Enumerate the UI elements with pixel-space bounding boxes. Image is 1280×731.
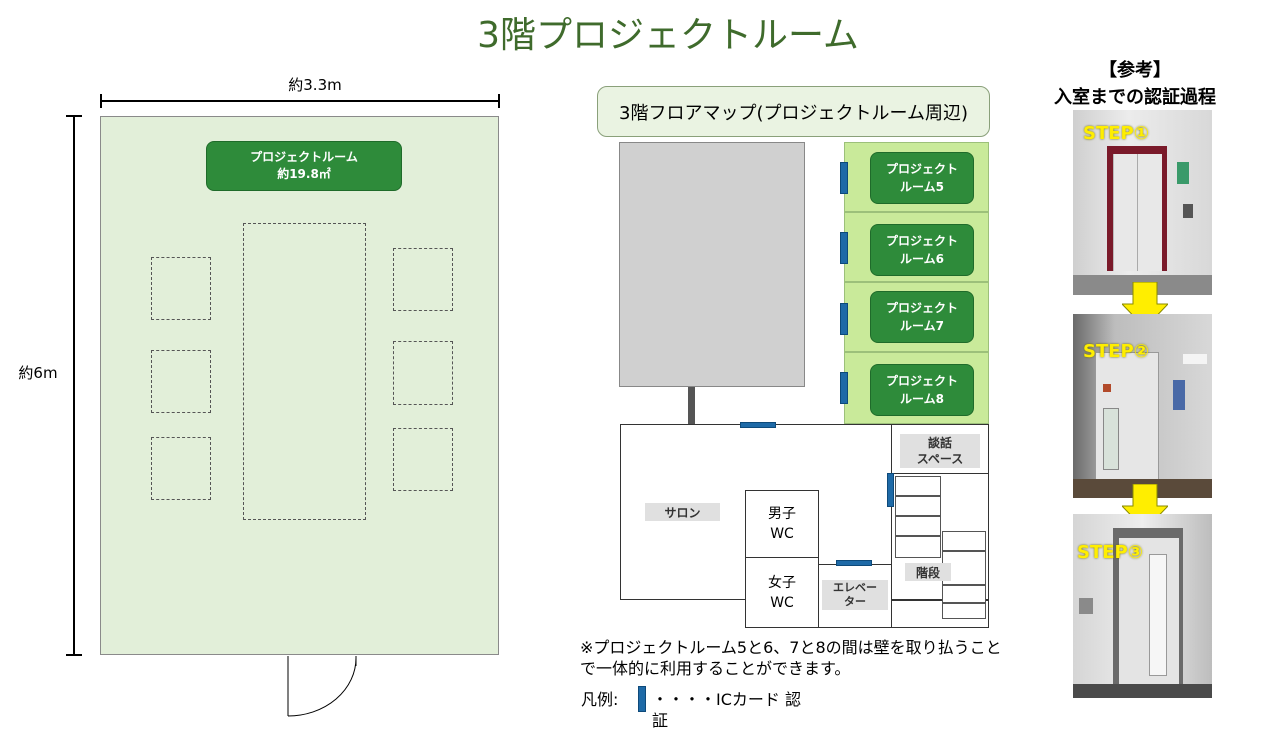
width-dimension-tick-left [100,94,102,108]
talk-space-line1: 談話 [927,436,952,450]
project-room-8-line1: プロジェクト [885,374,958,388]
project-room-8-line2: ルーム8 [900,392,944,406]
room-area: 約19.8㎡ [277,167,331,181]
height-dimension-tick-bottom [66,654,82,656]
connector-wall [688,387,695,425]
floor [1073,684,1212,698]
ic-card-reader [840,303,848,335]
elevator-label: エレベー ター [822,580,888,610]
call-button-panel [1183,204,1193,218]
width-dimension-tick-right [498,94,500,108]
project-room-6-line2: ルーム6 [900,252,944,266]
ic-card-reader [887,473,894,507]
female-wc: 女子 WC [745,557,819,628]
elevator-line2: ター [844,595,866,608]
legend-text: ・・・・ICカード 認証 [652,690,801,730]
step2-photo [1073,314,1212,498]
chair [151,350,211,413]
width-label: 約3.3m [288,75,342,94]
chair [151,257,211,320]
salon-label: サロン [645,503,720,521]
step3-label: STEP③ [1077,542,1143,563]
project-room-8-label: プロジェクト ルーム8 [870,364,974,416]
wall-light [1183,354,1207,364]
stair-step [943,550,985,552]
elevator-line1: エレベー [833,581,877,594]
poster [1173,380,1185,410]
step3-photo [1073,514,1212,698]
legend-ic-icon [638,686,646,712]
reference-title: 【参考】 [1099,60,1171,81]
room-name: プロジェクトルーム [250,150,358,164]
room-outline [100,116,499,655]
note-line1: ※プロジェクトルーム5と6、7と8の間は壁を取り払うこと [580,638,1002,657]
female-wc-line2: WC [770,594,794,611]
project-room-6-label: プロジェクト ルーム6 [870,224,974,276]
project-room-5-line2: ルーム5 [900,180,944,194]
ic-card-reader [840,232,848,264]
height-label: 約6m [8,362,68,382]
project-room-7-line1: プロジェクト [885,301,958,315]
step1-label: STEP① [1083,123,1149,144]
ic-card-reader [740,422,776,428]
grey-area [619,142,805,387]
door-swing [287,656,357,717]
chair [393,248,453,311]
stairs-left-flight [895,476,941,558]
sign-plate [1177,162,1189,184]
table [243,223,366,520]
ic-card-reader [840,162,848,194]
female-wc-line1: 女子 [768,574,796,591]
step2-label: STEP② [1083,341,1149,362]
talk-space-label: 談話 スペース [900,434,980,468]
chair [151,437,211,500]
stair-step [896,535,940,537]
male-wc-line2: WC [770,526,794,542]
room-name-badge: プロジェクトルーム 約19.8㎡ [206,141,402,191]
page-title: 3階プロジェクトルーム [477,15,859,56]
reference-subtitle: 入室までの認証過程 [1054,87,1216,108]
project-room-5-label: プロジェクト ルーム5 [870,152,974,204]
chair [393,428,453,491]
project-room-7-line2: ルーム7 [900,319,944,333]
height-dimension-line [73,116,75,656]
legend-label: 凡例: [581,690,619,709]
note-line2: で一体的に利用することができます。 [580,659,851,678]
door-seam [1137,154,1138,271]
project-room-5-line1: プロジェクト [885,162,958,176]
stair-step [943,602,985,604]
note: ※プロジェクトルーム5と6、7と8の間は壁を取り払うこと で一体的に利用すること… [580,637,1040,679]
card-reader [1079,598,1093,614]
width-dimension-line [100,100,500,102]
talk-space-line2: スペース [916,452,964,466]
stair-wall [891,474,892,600]
ic-card-reader [840,372,848,404]
ic-card-reader [836,560,872,566]
door-window [1149,554,1167,676]
project-room-6-line1: プロジェクト [885,234,958,248]
stair-step [896,495,940,497]
male-wc: 男子 WC [745,490,819,558]
height-dimension-tick-top [66,115,82,117]
map-title: 3階フロアマップ(プロジェクトルーム周辺) [597,86,990,137]
sign-red [1103,384,1111,392]
stair-step [943,584,985,586]
door-window [1103,408,1119,470]
chair [393,341,453,405]
project-room-7-label: プロジェクト ルーム7 [870,291,974,343]
male-wc-line1: 男子 [768,506,796,522]
stairs-label: 階段 [905,563,951,581]
stair-step [896,515,940,517]
